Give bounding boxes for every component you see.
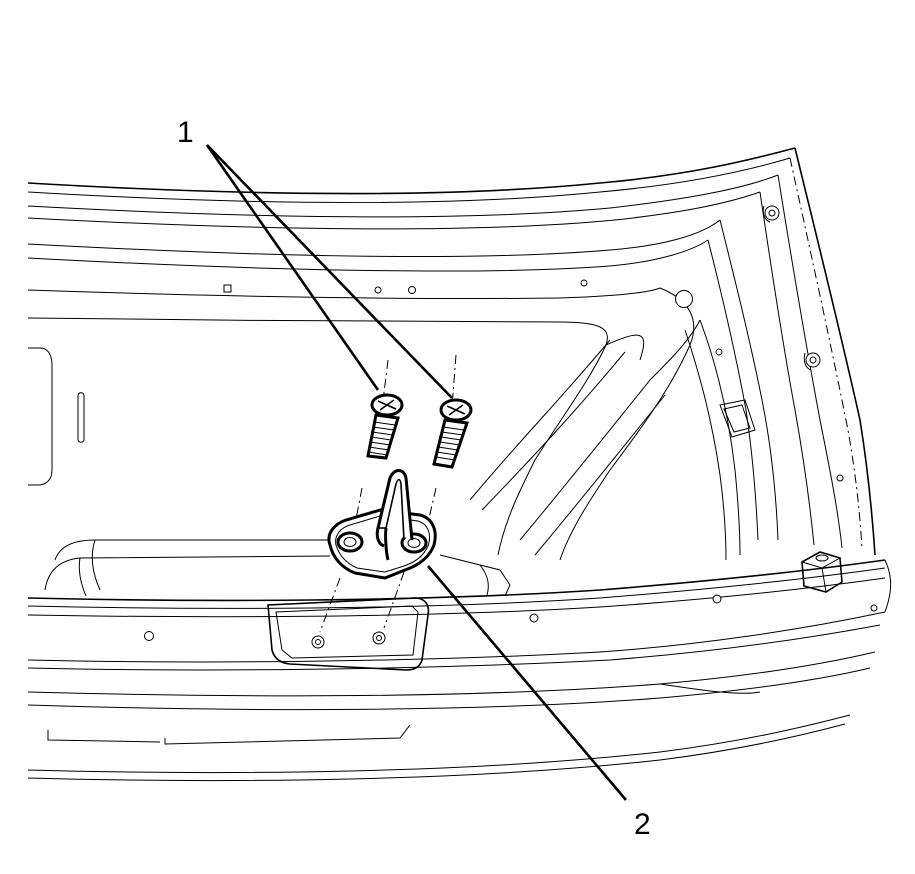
panel-hole bbox=[374, 286, 382, 294]
callout-1-leaders bbox=[205, 144, 453, 399]
callout-2-label: 2 bbox=[634, 808, 651, 841]
panel-hole bbox=[715, 348, 723, 356]
panel-hole bbox=[529, 613, 539, 623]
panel-hole bbox=[675, 290, 693, 308]
panel-hole bbox=[408, 286, 416, 294]
striker-mount-holes bbox=[311, 631, 386, 649]
panel-hole bbox=[712, 594, 722, 604]
bumper-stop bbox=[801, 551, 843, 593]
screw-left bbox=[366, 393, 404, 460]
trunk-lid-panel bbox=[27, 147, 892, 782]
panel-hole bbox=[870, 604, 878, 612]
panel-hole bbox=[144, 631, 154, 641]
screw-right bbox=[432, 398, 473, 469]
trunk-lid-striker bbox=[327, 469, 437, 580]
panel-hole bbox=[836, 474, 844, 482]
callout-2-leader bbox=[427, 565, 627, 801]
panel-clip bbox=[803, 352, 821, 371]
panel-clip bbox=[762, 205, 780, 223]
panel-slot bbox=[223, 284, 232, 293]
panel-hole bbox=[580, 279, 588, 287]
callout-1-label: 1 bbox=[177, 116, 194, 149]
